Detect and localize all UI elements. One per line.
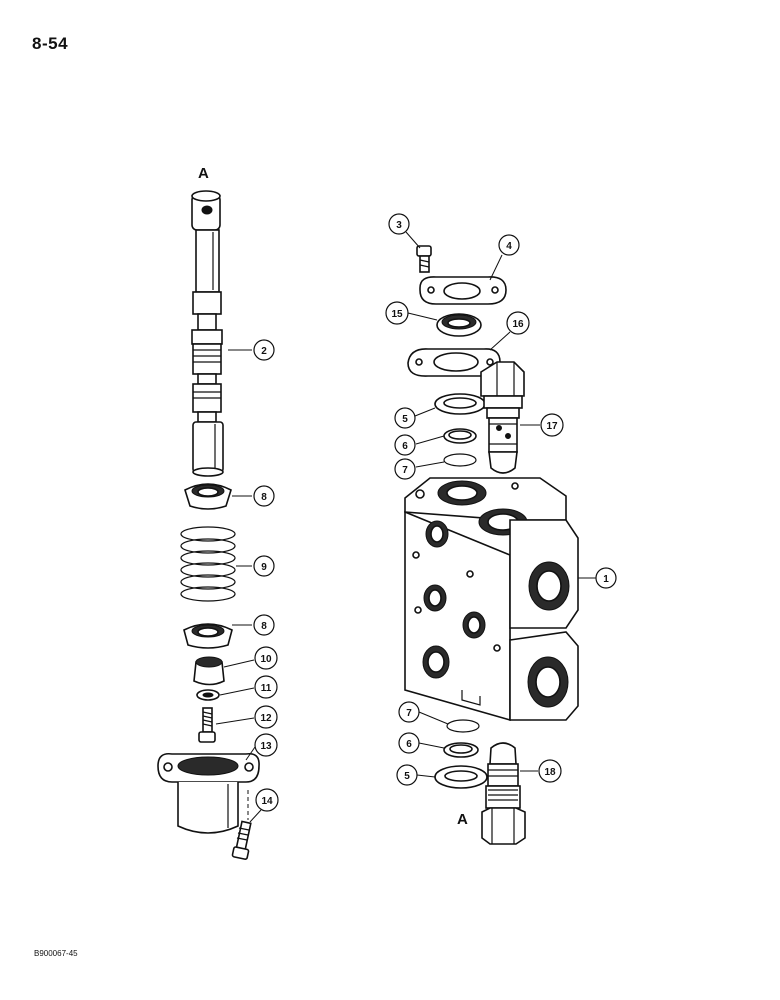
marker-a-bottom: A <box>457 811 468 828</box>
svg-text:12: 12 <box>260 713 272 724</box>
callout-2: 2 <box>253 339 275 361</box>
svg-text:6: 6 <box>406 739 412 750</box>
relief-valve-part-18 <box>481 742 526 845</box>
callout-5-lower: 5 <box>396 764 418 786</box>
valve-body-part-1 <box>404 477 579 722</box>
marker-a-top: A <box>198 165 209 182</box>
cover-plate-part-4 <box>419 276 507 305</box>
washer-part-11 <box>196 689 220 701</box>
seal-part-6-lower <box>443 742 479 758</box>
callout-6-lower: 6 <box>398 732 420 754</box>
bolt-part-14 <box>231 790 252 860</box>
spacer-part-10 <box>193 656 225 686</box>
callout-18: 18 <box>538 759 562 783</box>
svg-text:2: 2 <box>261 346 267 357</box>
svg-text:6: 6 <box>402 441 408 452</box>
svg-text:5: 5 <box>402 414 408 425</box>
seal-part-15 <box>436 313 482 337</box>
o-ring-part-7-lower <box>446 719 480 733</box>
svg-text:11: 11 <box>261 683 272 694</box>
svg-text:3: 3 <box>396 220 402 231</box>
callout-6-upper: 6 <box>394 434 416 456</box>
callout-17: 17 <box>540 413 564 437</box>
callout-7-lower: 7 <box>398 701 420 723</box>
bolt-part-12 <box>198 707 216 743</box>
svg-text:7: 7 <box>402 465 408 476</box>
spring-part-9 <box>180 526 236 602</box>
svg-text:1: 1 <box>603 574 609 585</box>
svg-text:10: 10 <box>260 654 272 665</box>
backup-ring-part-5-upper <box>434 393 486 415</box>
callout-11: 11 <box>254 675 278 699</box>
seal-part-6-upper <box>443 428 477 444</box>
svg-text:15: 15 <box>391 309 403 320</box>
svg-text:4: 4 <box>506 241 512 252</box>
svg-text:16: 16 <box>512 319 524 330</box>
callout-12: 12 <box>254 705 278 729</box>
relief-valve-part-17 <box>480 361 525 474</box>
leader-lines <box>215 231 596 823</box>
seat-washer-part-8-upper <box>184 483 232 510</box>
svg-text:13: 13 <box>260 741 272 752</box>
svg-text:14: 14 <box>261 796 273 807</box>
callout-16: 16 <box>506 311 530 335</box>
svg-text:18: 18 <box>544 767 556 778</box>
svg-text:5: 5 <box>404 771 410 782</box>
callout-1: 1 <box>595 567 617 589</box>
figure-id: B900067-45 <box>34 949 78 958</box>
gasket-part-16 <box>407 348 501 377</box>
callout-8-upper: 8 <box>253 485 275 507</box>
svg-text:9: 9 <box>261 562 267 573</box>
callout-3: 3 <box>388 213 410 235</box>
bolt-part-3 <box>416 245 432 273</box>
backup-ring-part-5-lower <box>434 765 488 789</box>
o-ring-part-7-upper <box>443 453 477 467</box>
callout-13: 13 <box>254 733 278 757</box>
spool-part-2 <box>191 190 224 477</box>
svg-text:17: 17 <box>546 421 558 432</box>
callout-4: 4 <box>498 234 520 256</box>
callout-15: 15 <box>385 301 409 325</box>
svg-text:8: 8 <box>261 492 267 503</box>
page-number: 8-54 <box>32 34 69 53</box>
callout-7-upper: 7 <box>394 458 416 480</box>
callout-5-upper: 5 <box>394 407 416 429</box>
cap-part-13 <box>157 752 260 834</box>
seat-washer-part-8-lower <box>183 623 233 649</box>
callout-14: 14 <box>255 788 279 812</box>
svg-text:8: 8 <box>261 621 267 632</box>
callout-9: 9 <box>253 555 275 577</box>
callout-10: 10 <box>254 646 278 670</box>
callout-8-lower: 8 <box>253 614 275 636</box>
svg-text:7: 7 <box>406 708 412 719</box>
